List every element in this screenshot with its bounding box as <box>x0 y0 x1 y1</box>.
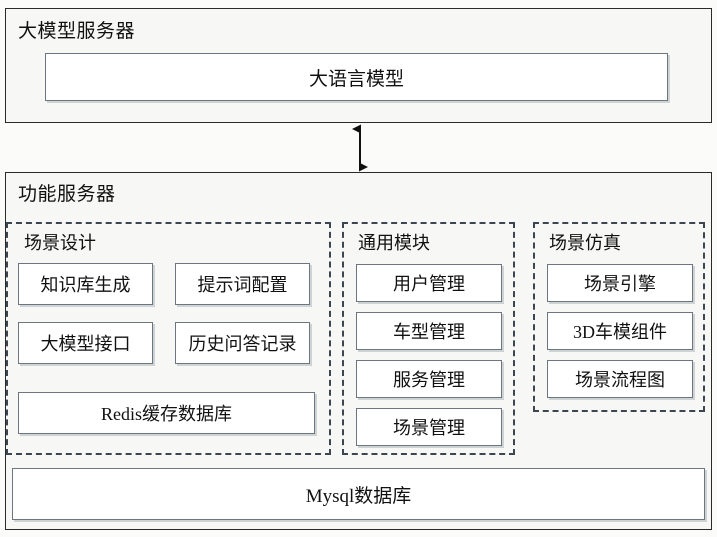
module-scene-flowchart[interactable]: 场景流程图 <box>547 360 693 398</box>
module-knowledge-base-generation[interactable]: 知识库生成 <box>18 263 153 305</box>
module-redis-cache-database[interactable]: Redis缓存数据库 <box>18 392 315 434</box>
module-3d-car-model-component[interactable]: 3D车模组件 <box>547 312 693 350</box>
large-language-model-box: 大语言模型 <box>45 53 668 101</box>
group-scene-design-title: 场景设计 <box>24 233 96 253</box>
group-common-module-title: 通用模块 <box>358 233 430 253</box>
function-server-title: 功能服务器 <box>18 184 116 205</box>
group-common-module: 通用模块 <box>342 222 515 455</box>
group-scene-design: 场景设计 <box>6 222 331 455</box>
module-vehicle-model-management[interactable]: 车型管理 <box>356 312 502 350</box>
llm-server-title: 大模型服务器 <box>18 21 136 42</box>
group-scene-simulation: 场景仿真 <box>533 222 705 412</box>
module-large-model-interface[interactable]: 大模型接口 <box>18 322 153 364</box>
mysql-database-box[interactable]: Mysql数据库 <box>12 468 705 520</box>
group-scene-simulation-title: 场景仿真 <box>549 233 621 253</box>
module-history-qa-records[interactable]: 历史问答记录 <box>175 322 310 364</box>
module-scene-management[interactable]: 场景管理 <box>356 408 502 446</box>
bidirectional-arrow-icon <box>352 124 368 172</box>
module-user-management[interactable]: 用户管理 <box>356 264 502 302</box>
module-scene-engine[interactable]: 场景引擎 <box>547 264 693 302</box>
module-service-management[interactable]: 服务管理 <box>356 360 502 398</box>
module-prompt-configuration[interactable]: 提示词配置 <box>175 263 310 305</box>
